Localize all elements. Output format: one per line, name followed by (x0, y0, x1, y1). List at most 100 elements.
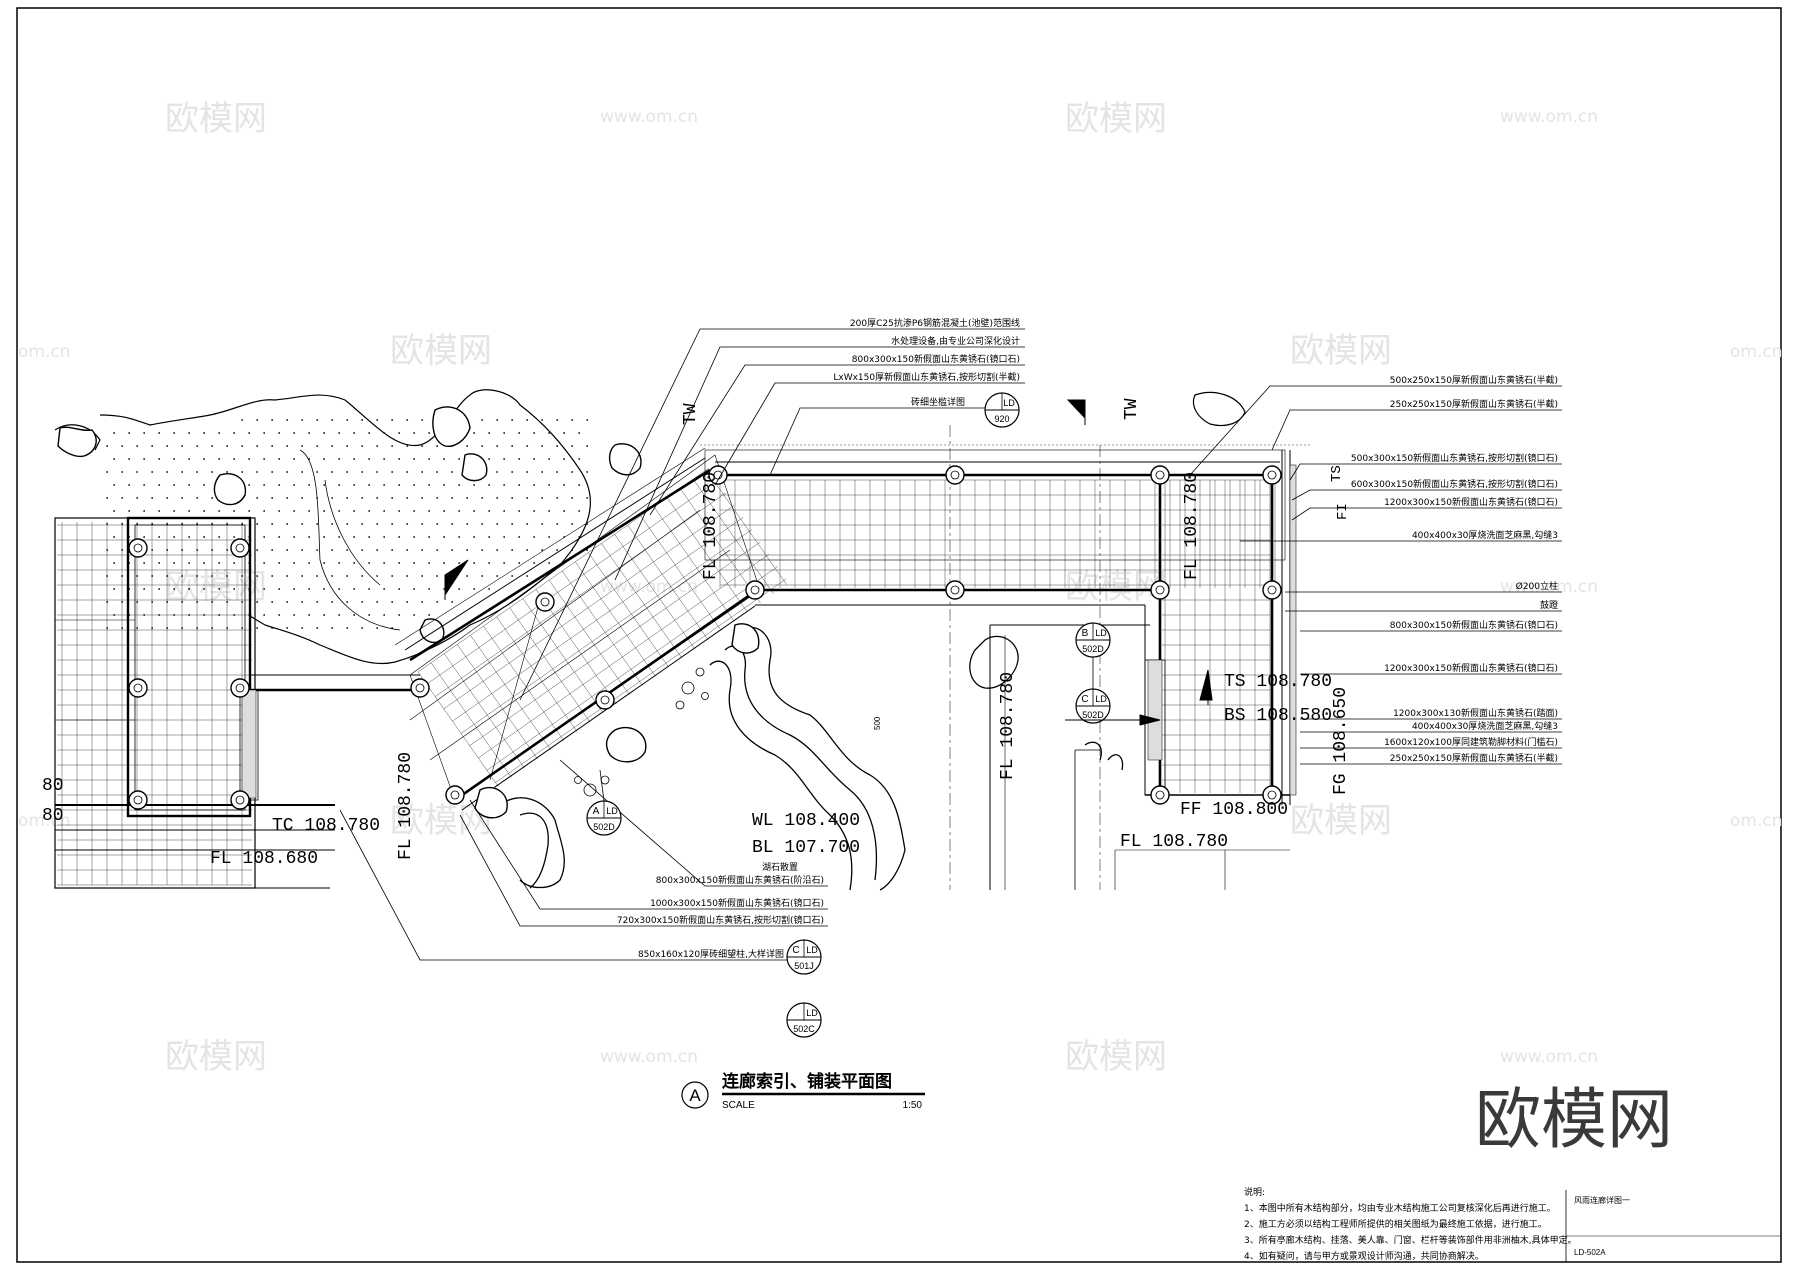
hedge-dot (436, 471, 439, 473)
hedge-dot (571, 471, 574, 473)
hedge-dot (556, 419, 559, 421)
hedge-dot (203, 588, 206, 590)
hedge-dot (376, 419, 379, 421)
hedge-dot (488, 536, 491, 538)
section-mark-tw: TW (681, 403, 701, 425)
hedge-dot (188, 432, 191, 434)
grid-line (653, 506, 735, 622)
leader-line (1189, 385, 1562, 476)
grid-line (443, 504, 735, 709)
hedge-dot (391, 549, 394, 551)
hedge-dot (323, 562, 326, 564)
column (1150, 580, 1170, 600)
watermark-url: www.om.cn (600, 107, 698, 127)
hedge-dot (331, 601, 334, 603)
hedge-dot (481, 549, 484, 551)
hedge-dot (196, 445, 199, 447)
hedge-dot (211, 471, 214, 473)
hedge-dot (481, 419, 484, 421)
grid-line (495, 578, 787, 783)
hedge-dot (173, 536, 176, 538)
grid-line (457, 644, 538, 760)
hedge-dot (271, 419, 274, 421)
grid-line (469, 541, 761, 746)
hedge-dot (458, 562, 461, 564)
callout-bottom: 720x300x150新假面山东黄锈石,按形切割(镜口石) (617, 914, 824, 926)
hedge-dot (338, 614, 341, 616)
hedge-dot (278, 536, 281, 538)
general-notes: 说明: 1、本图中所有木结构部分，均由专业木结构施工公司复核深化后再进行施工。 … (1244, 1186, 1577, 1262)
hedge-dot (218, 432, 221, 434)
watermark-brand: 欧模网 (390, 331, 492, 371)
hedge-dot (263, 484, 266, 486)
hedge-dot (413, 510, 416, 512)
hedge-dot (338, 588, 341, 590)
hedge-dot (286, 419, 289, 421)
hedge-dot (443, 458, 446, 460)
callout-leaders (339, 328, 1562, 961)
grid-line (588, 552, 669, 668)
hedge-dot (248, 484, 251, 486)
hedge-dot (128, 510, 131, 512)
callout-bottom: 850x160x120厚砖细望柱,大样详图 (638, 948, 784, 960)
hedge-dot (316, 445, 319, 447)
hedge-dot (143, 484, 146, 486)
elevation-edge: 80 (42, 776, 64, 796)
hedge-dot (316, 627, 319, 629)
grid-line (486, 566, 778, 771)
hedge-dot (541, 445, 544, 447)
column (128, 790, 148, 810)
hedge-dot (496, 419, 499, 421)
hedge-dot (451, 497, 454, 499)
grid-line (509, 607, 591, 723)
hedge-dot (293, 484, 296, 486)
hedge-dot (428, 510, 431, 512)
scale-value: 1:50 (903, 1100, 923, 1111)
column-core (713, 470, 723, 480)
hedge-dot (271, 471, 274, 473)
hedge-dot (323, 432, 326, 434)
hedge-dot (166, 471, 169, 473)
hedge-dot (518, 458, 521, 460)
watermark-url-partial: om.cn (1730, 342, 1783, 362)
grid-line (417, 671, 499, 787)
hedge-dot (203, 458, 206, 460)
leader-line (614, 346, 1025, 581)
column (1150, 785, 1170, 805)
drawing-name: 风雨连廊详图一 (1574, 1195, 1630, 1205)
hedge-dot (391, 601, 394, 603)
hedge-dot (338, 562, 341, 564)
hedge-dot (353, 614, 356, 616)
hedge-dot (203, 510, 206, 512)
grid-line (614, 534, 696, 650)
hedge-dot (428, 562, 431, 564)
hedge-dot (293, 458, 296, 460)
hedge-dot (406, 523, 409, 525)
callout-right: 1200x300x150新假面山东黄锈石(镜口石) (1384, 662, 1558, 674)
hedge-dot (563, 510, 566, 512)
hedge-dot (128, 432, 131, 434)
column-core (1267, 790, 1277, 800)
grid-line (562, 570, 643, 686)
hedge-dot (323, 536, 326, 538)
hedge-dot (278, 562, 281, 564)
hedge-dot (413, 484, 416, 486)
hedge-dot (361, 549, 364, 551)
hedge-dot (496, 523, 499, 525)
column-core (133, 795, 143, 805)
hedge-dot (143, 432, 146, 434)
hedge-dot (391, 523, 394, 525)
hedge-dot (248, 432, 251, 434)
grid-line (627, 524, 709, 640)
hedge-dot (406, 419, 409, 421)
hedge-dot (346, 575, 349, 577)
hedge-dot (346, 549, 349, 551)
elevation-fl: FL 108.780 (1120, 832, 1228, 852)
hedge-dot (301, 575, 304, 577)
hedge-dot (346, 627, 349, 629)
detail-ref-code: LD (1095, 694, 1107, 704)
hedge-dot (196, 497, 199, 499)
grid-line (522, 598, 604, 714)
callout-right: 250x250x150厚新假面山东黄锈石(半截) (1390, 398, 1558, 410)
hedge-dot (391, 419, 394, 421)
